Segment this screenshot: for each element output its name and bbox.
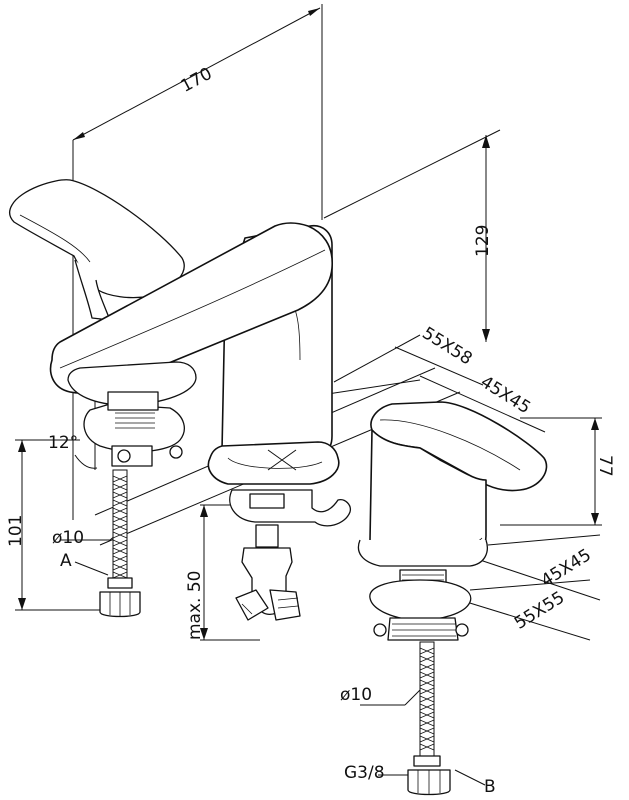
dim-45x45r-ext bbox=[487, 534, 601, 546]
label-170: 170 bbox=[178, 64, 216, 97]
arrow bbox=[482, 135, 490, 148]
arrow bbox=[73, 132, 85, 140]
arrow bbox=[591, 513, 599, 525]
thread-b-leader bbox=[454, 769, 486, 786]
label-45x45-right: 45X45 bbox=[538, 545, 595, 591]
left-valve-bolt2 bbox=[169, 445, 183, 459]
label-101: 101 bbox=[6, 515, 26, 547]
angle-arc bbox=[74, 454, 98, 469]
arrow bbox=[200, 505, 208, 517]
dim-45x45r-line bbox=[479, 559, 601, 601]
label-dia-right: ø10 bbox=[340, 685, 372, 705]
right-valve-nut bbox=[387, 617, 459, 641]
drain-elbow bbox=[235, 589, 269, 621]
label-129: 129 bbox=[473, 225, 493, 257]
right-valve-bolt bbox=[373, 623, 387, 637]
dim-170-line bbox=[72, 7, 321, 141]
center-cross-2 bbox=[267, 449, 297, 471]
arrow bbox=[18, 440, 26, 452]
left-hose bbox=[99, 469, 141, 618]
drain-outlet bbox=[269, 589, 301, 621]
right-valve-fixing bbox=[369, 569, 472, 641]
drain-assembly bbox=[235, 524, 301, 621]
hose-right-leader-tip bbox=[404, 689, 421, 706]
label-55x58: 55X58 bbox=[418, 323, 475, 369]
label-12deg: 12° bbox=[48, 433, 78, 453]
spout-nut bbox=[249, 493, 285, 509]
left-valve bbox=[67, 361, 197, 467]
right-hose bbox=[407, 641, 451, 796]
dim-55x55-ext bbox=[469, 579, 591, 591]
dim-55x58-ext bbox=[333, 334, 421, 383]
right-hose-collar bbox=[413, 755, 441, 767]
arrow bbox=[200, 628, 208, 640]
arrow bbox=[308, 8, 320, 16]
left-valve-plate bbox=[67, 361, 197, 406]
label-45x45-top: 45X45 bbox=[477, 372, 534, 418]
right-handle-edge bbox=[379, 419, 521, 471]
spout-base-plate bbox=[207, 441, 340, 485]
left-hose-collar bbox=[107, 577, 133, 589]
spout-body bbox=[49, 222, 351, 527]
label-55x55: 55X55 bbox=[511, 588, 568, 634]
label-b: B bbox=[484, 777, 496, 797]
spout-arm-edge bbox=[59, 249, 326, 369]
dim-129-ext-top bbox=[323, 129, 501, 219]
left-handle-lever bbox=[8, 179, 185, 299]
left-handle-edge bbox=[19, 214, 91, 263]
right-handle bbox=[357, 401, 548, 567]
right-valve-plate bbox=[357, 539, 488, 567]
dim-55x58-line bbox=[394, 346, 484, 386]
drain-stem bbox=[255, 524, 279, 548]
left-valve-bolt bbox=[117, 449, 131, 463]
left-valve-stem bbox=[107, 391, 159, 411]
spout-arm bbox=[49, 222, 333, 394]
right-valve-bolt2 bbox=[455, 623, 469, 637]
arrow bbox=[591, 418, 599, 430]
label-77: 77 bbox=[595, 455, 615, 477]
dim-55x55-line bbox=[459, 599, 591, 641]
right-valve-flange bbox=[369, 579, 472, 621]
arrow bbox=[18, 598, 26, 610]
dim-45x45-line bbox=[419, 375, 546, 433]
label-dia-left: ø10 bbox=[52, 528, 84, 548]
pop-up-lever bbox=[229, 489, 351, 527]
label-max50: max. 50 bbox=[185, 571, 205, 640]
left-valve-thread bbox=[115, 412, 155, 429]
label-g38: G3/8 bbox=[344, 763, 385, 783]
arrow bbox=[482, 329, 490, 342]
label-a: A bbox=[60, 551, 72, 571]
left-handle bbox=[8, 179, 185, 321]
thread-a-leader bbox=[74, 561, 109, 576]
